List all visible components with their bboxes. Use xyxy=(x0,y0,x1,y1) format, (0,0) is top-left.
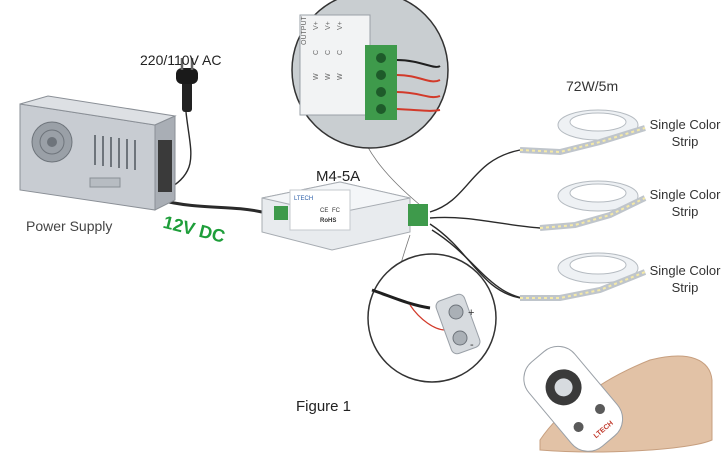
terminal-inset-top: OUTPUT V+ C W V+ C W V+ C W xyxy=(291,0,449,149)
controller-unit: LTECH CE FC RoHS xyxy=(261,181,428,251)
svg-text:W: W xyxy=(325,73,332,80)
svg-text:V+: V+ xyxy=(337,21,344,30)
strip-label-2: Single Color Strip xyxy=(640,186,728,220)
strip-label-1-line2: Strip xyxy=(671,134,699,149)
controller-cert-ce: CE xyxy=(320,208,328,214)
svg-text:V+: V+ xyxy=(313,21,320,30)
ac-input-label: 220/110V AC xyxy=(140,52,222,68)
controller-brand: LTECH xyxy=(294,196,313,202)
strip-label-1-line1: Single Color xyxy=(649,117,721,132)
power-plug-icon xyxy=(176,58,198,112)
wire-strip-1 xyxy=(429,149,521,213)
figure-caption: Figure 1 xyxy=(296,398,352,415)
wire-strip-3 xyxy=(429,223,521,299)
strip-label-1: Single Color Strip xyxy=(640,116,728,150)
svg-text:W: W xyxy=(337,73,344,80)
remote-control: LTECH xyxy=(523,345,713,453)
svg-text:C: C xyxy=(337,50,344,55)
terminal-minus: - xyxy=(470,339,474,351)
controller-rohs: RoHS xyxy=(320,218,336,224)
strip-rating-label: 72W/5m xyxy=(566,78,619,94)
strip-label-3-line2: Strip xyxy=(671,280,699,295)
svg-text:W: W xyxy=(313,73,320,80)
strip-label-3-line1: Single Color xyxy=(649,263,721,278)
power-supply-label: Power Supply xyxy=(26,218,113,234)
power-supply-unit xyxy=(19,95,177,211)
output-header: OUTPUT xyxy=(301,16,308,46)
strip-label-3: Single Color Strip xyxy=(640,262,728,296)
dc-cable xyxy=(159,198,263,214)
svg-text:V+: V+ xyxy=(325,21,332,30)
led-strip-2 xyxy=(539,180,647,231)
led-strip-3 xyxy=(520,252,647,301)
svg-text:C: C xyxy=(313,50,320,55)
controller-cert-fc: FC xyxy=(332,208,341,214)
svg-text:C: C xyxy=(325,50,332,55)
terminal-plus: + xyxy=(468,307,474,319)
controller-label: M4-5A xyxy=(316,168,361,185)
strip-label-2-line2: Strip xyxy=(671,204,699,219)
wire-strip-2 xyxy=(429,216,541,229)
ac-cable xyxy=(169,111,192,189)
terminal-inset-bottom: + - xyxy=(367,253,497,383)
strip-label-2-line1: Single Color xyxy=(649,187,721,202)
led-strip-1 xyxy=(519,109,646,156)
